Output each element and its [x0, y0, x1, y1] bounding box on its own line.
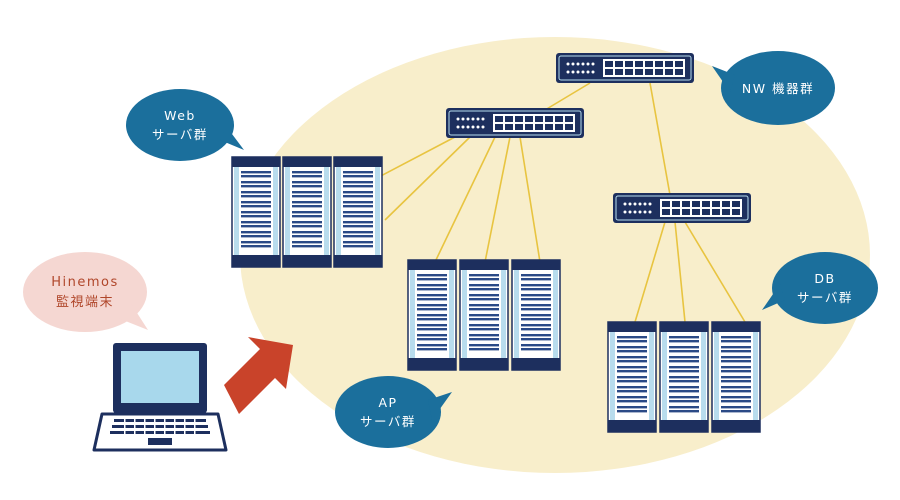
db-bubble: DB サーバ群 [762, 252, 878, 324]
nw-bubble: NW 機器群 [712, 51, 835, 125]
web-bubble: Web サーバ群 [126, 89, 244, 161]
network-switch-icon [555, 52, 695, 84]
arrow-icon [224, 337, 293, 414]
hinemos-bubble-line1: Hinemos [51, 275, 119, 290]
web-bubble-line1: Web [164, 108, 196, 123]
ap-server-group [407, 259, 561, 371]
laptop-icon [92, 343, 228, 452]
server-rack-icon [659, 321, 709, 433]
hinemos-bubble: Hinemos 監視端末 [23, 252, 148, 332]
ap-bubble: AP サーバ群 [335, 376, 452, 448]
web-bubble-line2: サーバ群 [152, 127, 208, 142]
server-rack-icon [511, 259, 561, 371]
db-server-group [607, 321, 761, 433]
server-rack-icon [333, 156, 383, 268]
network-switch-icon [445, 107, 585, 139]
nw-bubble-line1: NW 機器群 [742, 81, 814, 96]
network-switch-icon [612, 192, 752, 224]
server-rack-icon [459, 259, 509, 371]
ap-bubble-line2: サーバ群 [360, 414, 416, 429]
server-rack-icon [407, 259, 457, 371]
server-rack-icon [711, 321, 761, 433]
hinemos-bubble-line2: 監視端末 [56, 294, 114, 310]
db-bubble-line1: DB [814, 271, 835, 286]
server-rack-icon [231, 156, 281, 268]
web-server-group [231, 156, 383, 268]
ap-bubble-line1: AP [378, 395, 397, 410]
server-rack-icon [607, 321, 657, 433]
db-bubble-line2: サーバ群 [797, 290, 853, 305]
server-rack-icon [282, 156, 332, 268]
